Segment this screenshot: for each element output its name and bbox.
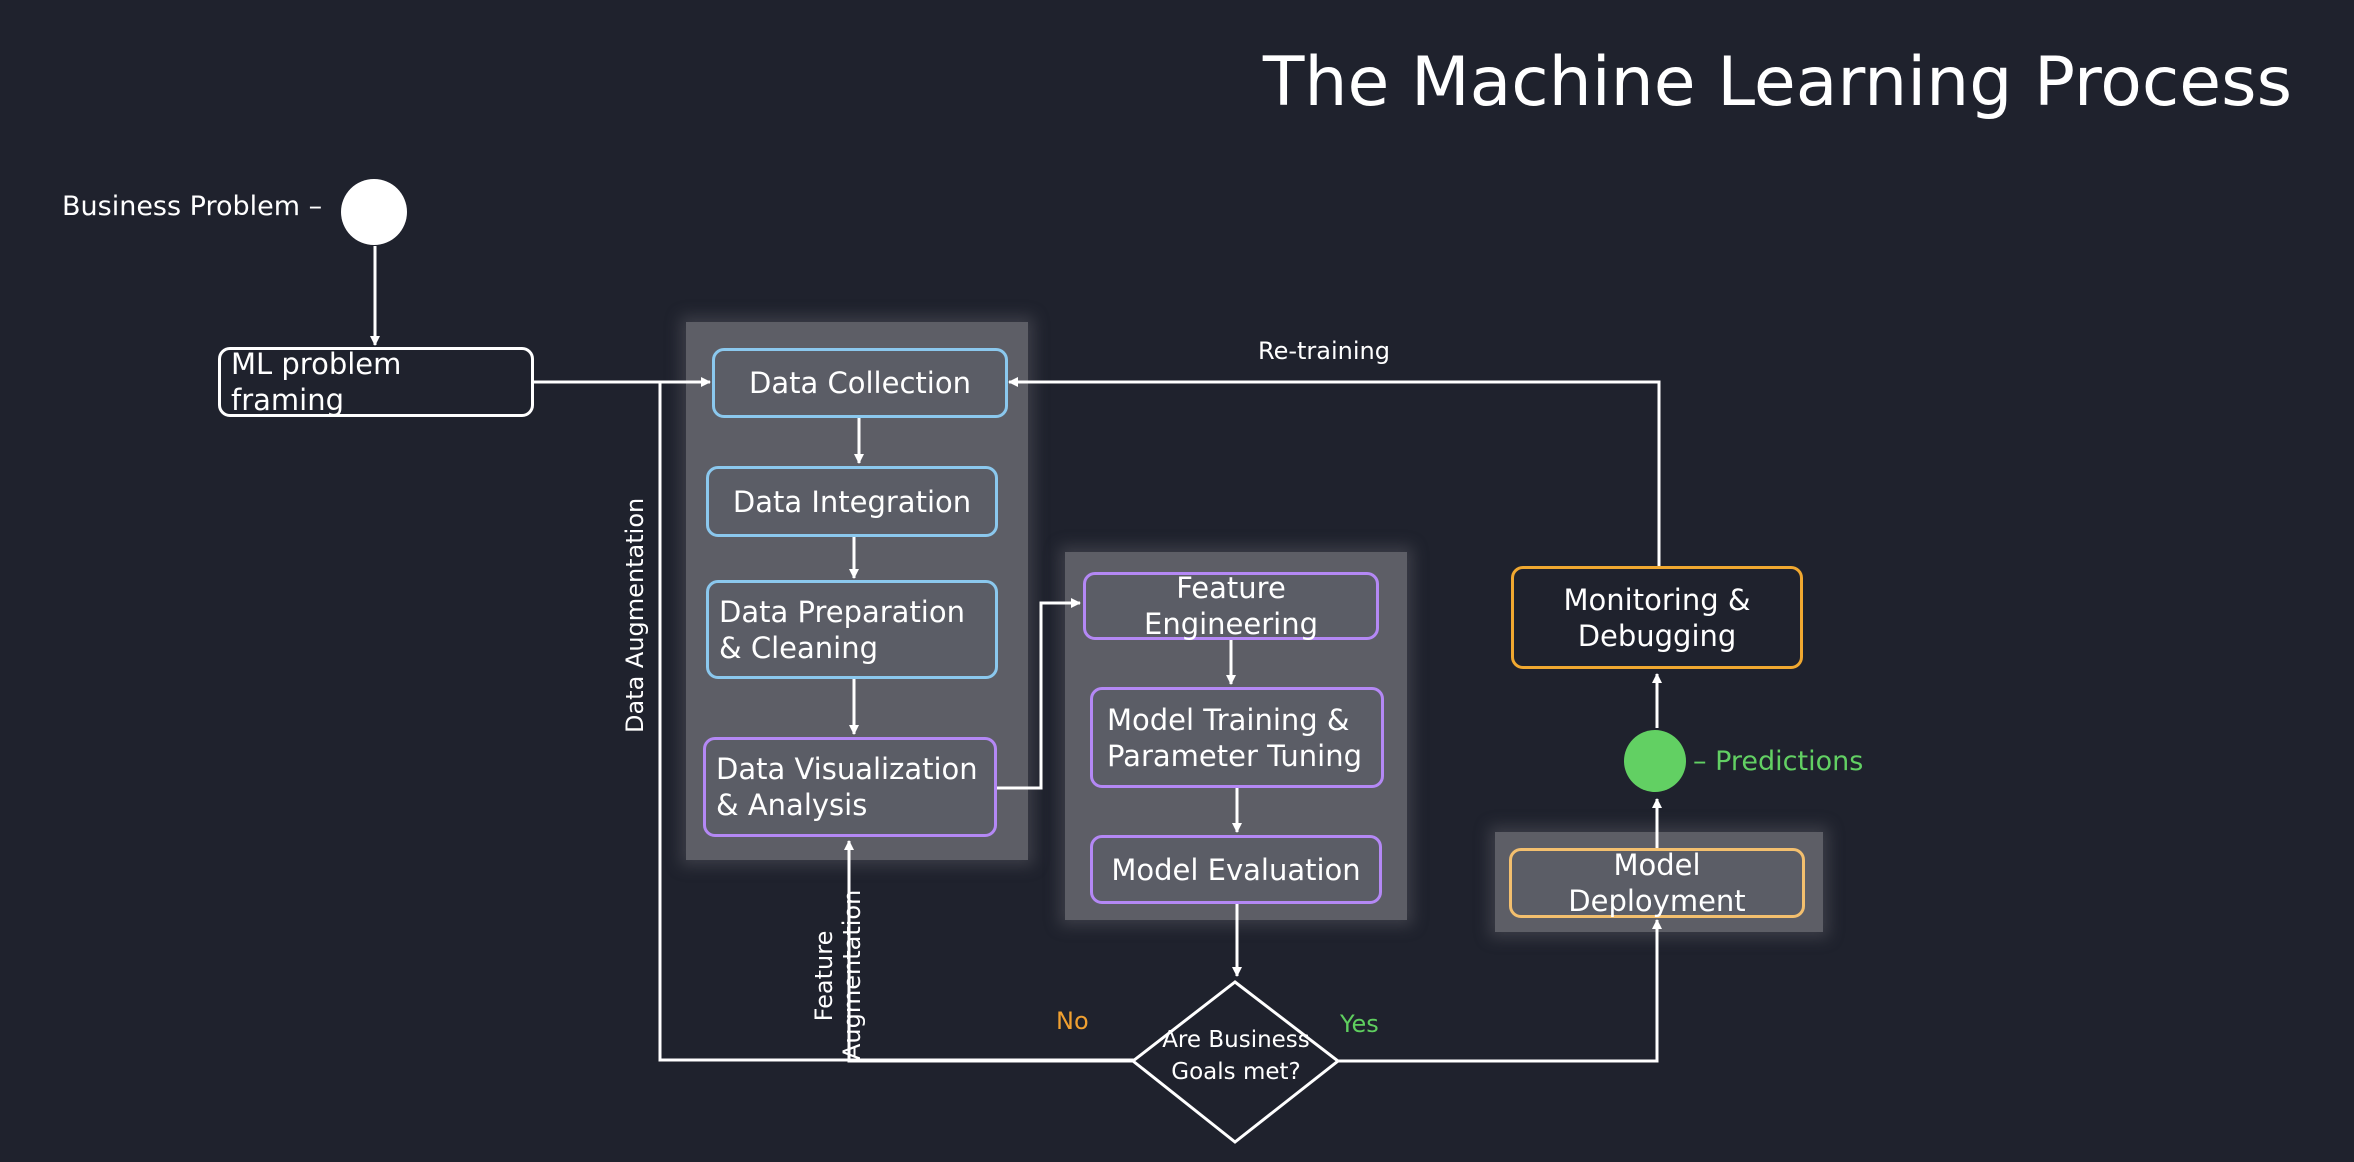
- model-deployment-label: Model Deployment: [1568, 848, 1746, 918]
- page-title: The Machine Learning Process: [1262, 43, 2292, 122]
- decision-text: Are Business Goals met?: [1150, 1024, 1322, 1088]
- feature-augmentation-line1: Feature: [810, 930, 838, 1022]
- start-label: Business Problem –: [62, 191, 323, 222]
- ml-problem-framing-node: ML problem framing: [218, 347, 534, 417]
- data-visualization-node: Data Visualization & Analysis: [703, 737, 997, 837]
- feature-engineering-node: Feature Engineering: [1083, 571, 1379, 641]
- feature-augmentation-label: Feature Augmentation: [810, 889, 866, 1060]
- retraining-label: Re-training: [1258, 337, 1390, 365]
- decision-text-line2: Goals met?: [1171, 1059, 1301, 1085]
- data-collection-label: Data Collection: [749, 366, 971, 400]
- monitoring-label: Monitoring & Debugging: [1563, 582, 1751, 653]
- data-integration-node: Data Integration: [706, 466, 998, 537]
- edge-visualization-to-feature: [997, 598, 1081, 790]
- decision-text-line1: Are Business: [1162, 1027, 1310, 1053]
- model-evaluation-node: Model Evaluation: [1090, 835, 1382, 904]
- model-training-label: Model Training & Parameter Tuning: [1107, 702, 1363, 773]
- decision-yes-label: Yes: [1340, 1010, 1379, 1038]
- predictions-node: [1624, 730, 1686, 792]
- data-collection-node: Data Collection: [712, 348, 1008, 418]
- edge-retraining: [1008, 377, 1661, 566]
- decision-no-label: No: [1056, 1007, 1089, 1035]
- decision-diamond: [1130, 980, 1341, 1144]
- predictions-label: – Predictions: [1693, 746, 1864, 777]
- monitoring-node: Monitoring & Debugging: [1511, 566, 1803, 669]
- ml-problem-framing-label: ML problem framing: [231, 347, 402, 417]
- model-training-node: Model Training & Parameter Tuning: [1090, 687, 1384, 788]
- data-visualization-label: Data Visualization & Analysis: [716, 752, 978, 822]
- edge-feature-augmentation: [844, 840, 1135, 1063]
- edge-decision-yes-to-deployment: [1338, 919, 1662, 1063]
- data-integration-label: Data Integration: [732, 484, 972, 519]
- data-augmentation-label: Data Augmentation: [621, 497, 649, 733]
- model-evaluation-label: Model Evaluation: [1111, 852, 1361, 887]
- feature-engineering-label: Feature Engineering: [1144, 571, 1318, 641]
- feature-augmentation-line2: Augmentation: [838, 889, 866, 1060]
- start-node: [341, 179, 407, 245]
- model-deployment-node: Model Deployment: [1509, 848, 1805, 918]
- data-preparation-node: Data Preparation & Cleaning: [706, 580, 998, 679]
- data-preparation-label: Data Preparation & Cleaning: [719, 594, 965, 665]
